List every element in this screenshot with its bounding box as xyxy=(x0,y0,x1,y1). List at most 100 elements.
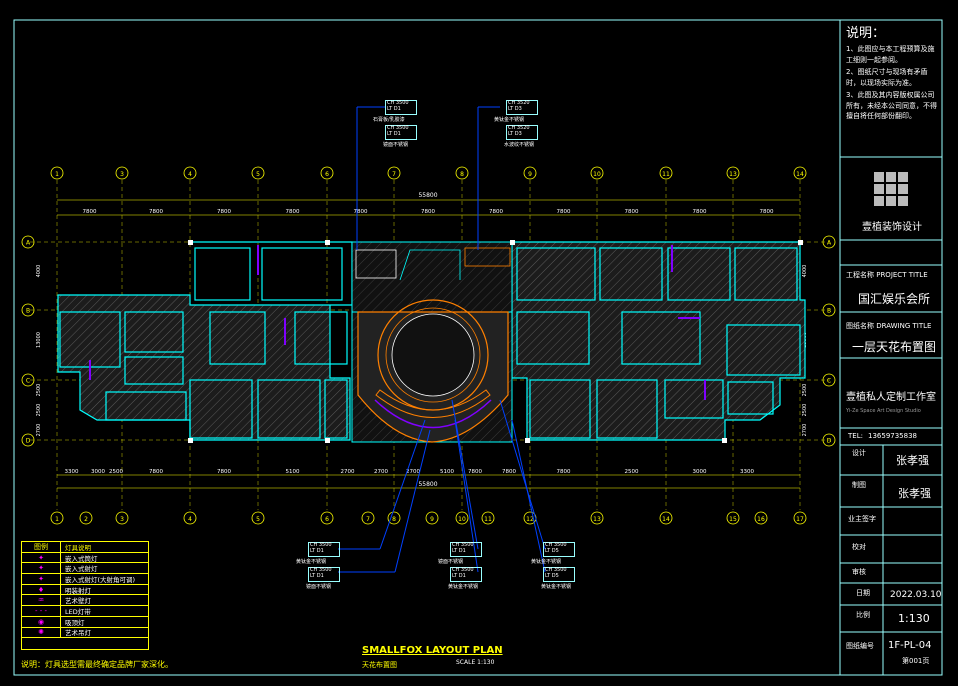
dim-label-bottom: 2700 xyxy=(341,469,355,475)
grid-label-side: D xyxy=(26,438,31,445)
legend-symbol-icon: ✺ xyxy=(22,627,61,638)
company-logo xyxy=(874,172,908,206)
dim-label-bottom: 2700 xyxy=(374,469,388,475)
check-label: 校对 xyxy=(852,543,866,551)
callout-tag-material: 黄钛金不锈钢 xyxy=(296,559,327,565)
grid-label-top: 14 xyxy=(796,171,804,178)
dim-label-side: 2700 xyxy=(802,424,808,437)
legend-description: 艺术壁灯 xyxy=(65,597,91,606)
scale-value: 1:130 xyxy=(898,612,930,625)
building-plan xyxy=(57,240,806,443)
grid-label-top: 10 xyxy=(593,171,601,178)
dim-label-bottom: 3000 xyxy=(91,469,105,475)
callout-tag-height: CH 3500 xyxy=(387,100,409,106)
legend-description: LED灯带 xyxy=(65,607,91,616)
grid-label-bottom: 11 xyxy=(484,516,492,523)
callout-tag-material: 黄钛金不锈钢 xyxy=(494,117,525,123)
grid-label-bottom: 5 xyxy=(256,516,260,523)
callout-tag-box xyxy=(308,567,340,582)
grid-bubble-bottom xyxy=(726,511,740,525)
left-rooms xyxy=(59,247,348,439)
legend-row: - - -LED灯带 xyxy=(22,606,148,617)
legend-description: 嵌入式射灯(大射角可调) xyxy=(65,575,136,584)
dim-label-top: 7800 xyxy=(354,209,368,215)
note-item: 2、图纸尺寸与现场有矛盾时，以现场实际为准。 xyxy=(846,68,928,87)
grid-bubble-top xyxy=(251,166,265,180)
drafter-label: 制图 xyxy=(852,481,866,489)
grid-bubble-top xyxy=(115,166,129,180)
legend-row: ♒艺术壁灯 xyxy=(22,595,148,607)
legend-symbol-icon: ◉ xyxy=(22,616,61,627)
grid-label-bottom: 15 xyxy=(729,516,737,523)
grid-bubble-top xyxy=(590,166,604,180)
grid-label-bottom: 9 xyxy=(430,516,434,523)
callout-tag-material: 水波纹不锈钢 xyxy=(504,142,535,148)
accent-walls xyxy=(89,245,706,400)
grid-bubble-bottom xyxy=(387,511,401,525)
grid-bubble-top xyxy=(659,166,673,180)
legend-description: 吸顶灯 xyxy=(65,618,85,627)
grid-bubble-bottom xyxy=(251,511,265,525)
grid-bubble-bottom xyxy=(115,511,129,525)
date-label: 日期 xyxy=(856,589,870,597)
grid-label-top: 9 xyxy=(528,171,532,178)
dim-label-bottom: 7800 xyxy=(557,469,571,475)
notes-title: 说明： xyxy=(846,26,886,41)
dim-label-bottom: 7800 xyxy=(217,469,231,475)
legend-symbol-icon: ✦ xyxy=(22,574,61,584)
callout-tag-light: LT D5 xyxy=(545,548,559,554)
dim-total-top: 55800 xyxy=(418,192,437,199)
company-name: 壹植装饰设计 xyxy=(862,222,922,233)
dim-label-top: 7800 xyxy=(149,209,163,215)
central-circle-feature xyxy=(357,299,509,443)
dim-label-bottom: 2700 xyxy=(406,469,420,475)
legend-description: 嵌入式射灯 xyxy=(65,565,98,574)
grid-label-top: 8 xyxy=(460,171,464,178)
dim-label-side: 2500 xyxy=(802,384,808,397)
design-label: 设计 xyxy=(852,449,866,457)
legend-row: ♦明装射灯 xyxy=(22,584,148,596)
callout-tag-light: LT D1 xyxy=(310,573,324,579)
callout-tag-light: LT D1 xyxy=(310,548,324,554)
dim-label-side: 13000 xyxy=(36,332,42,348)
callout-tag-height: CH 3500 xyxy=(545,567,567,573)
number-label: 图纸编号 xyxy=(846,642,874,650)
grid-label-top: 4 xyxy=(188,171,192,178)
building-outline xyxy=(57,241,353,441)
grid-label-bottom: 2 xyxy=(84,516,88,523)
grid-label-bottom: 6 xyxy=(325,516,329,523)
callout-tag-height: CH 3500 xyxy=(310,542,332,548)
grid-label-side: A xyxy=(26,240,31,247)
callout-tag-height: CH 3520 xyxy=(508,125,530,131)
callout-tag-box xyxy=(543,542,575,557)
dim-label-bottom: 3300 xyxy=(65,469,79,475)
studio-name: 壹植私人定制工作室 xyxy=(846,392,936,403)
grid-bubble-bottom xyxy=(79,511,93,525)
building-outline-right xyxy=(511,241,806,441)
callout-tag-material: 镜面不锈钢 xyxy=(306,584,332,590)
tel-label: TEL: xyxy=(848,432,863,440)
legend-col-symbol: 图例 xyxy=(22,542,61,552)
grid-label-top: 5 xyxy=(256,171,260,178)
callout-tag-light: LT D3 xyxy=(508,131,522,137)
callout-tag-height: CH 3500 xyxy=(452,542,474,548)
grid-bubble-top xyxy=(387,166,401,180)
callout-tag-box xyxy=(543,567,575,582)
dim-label-bottom: 3300 xyxy=(740,469,754,475)
dim-label-top: 7800 xyxy=(693,209,707,215)
grid-bubble-top xyxy=(183,166,197,180)
grid-label-bottom: 14 xyxy=(662,516,670,523)
grid-label-top: 1 xyxy=(55,171,59,178)
callout-tag-box xyxy=(506,125,538,140)
grid-label-side: D xyxy=(827,438,832,445)
callout-tag-light: LT D3 xyxy=(508,106,522,112)
lighting-legend: 图例 灯具说明 ✦嵌入式筒灯✦嵌入式射灯✦嵌入式射灯(大射角可调)♦明装射灯♒艺… xyxy=(21,541,149,650)
callout-tag-light: LT D1 xyxy=(452,573,466,579)
plan-title: SMALLFOX LAYOUT PLAN xyxy=(362,645,503,656)
grid-bubble-side xyxy=(21,235,35,249)
central-hall xyxy=(351,241,513,313)
legend-row: ✦嵌入式射灯 xyxy=(22,563,148,575)
project-name: 国汇娱乐会所 xyxy=(858,292,931,306)
callout-tag-height: CH 3520 xyxy=(508,100,530,106)
